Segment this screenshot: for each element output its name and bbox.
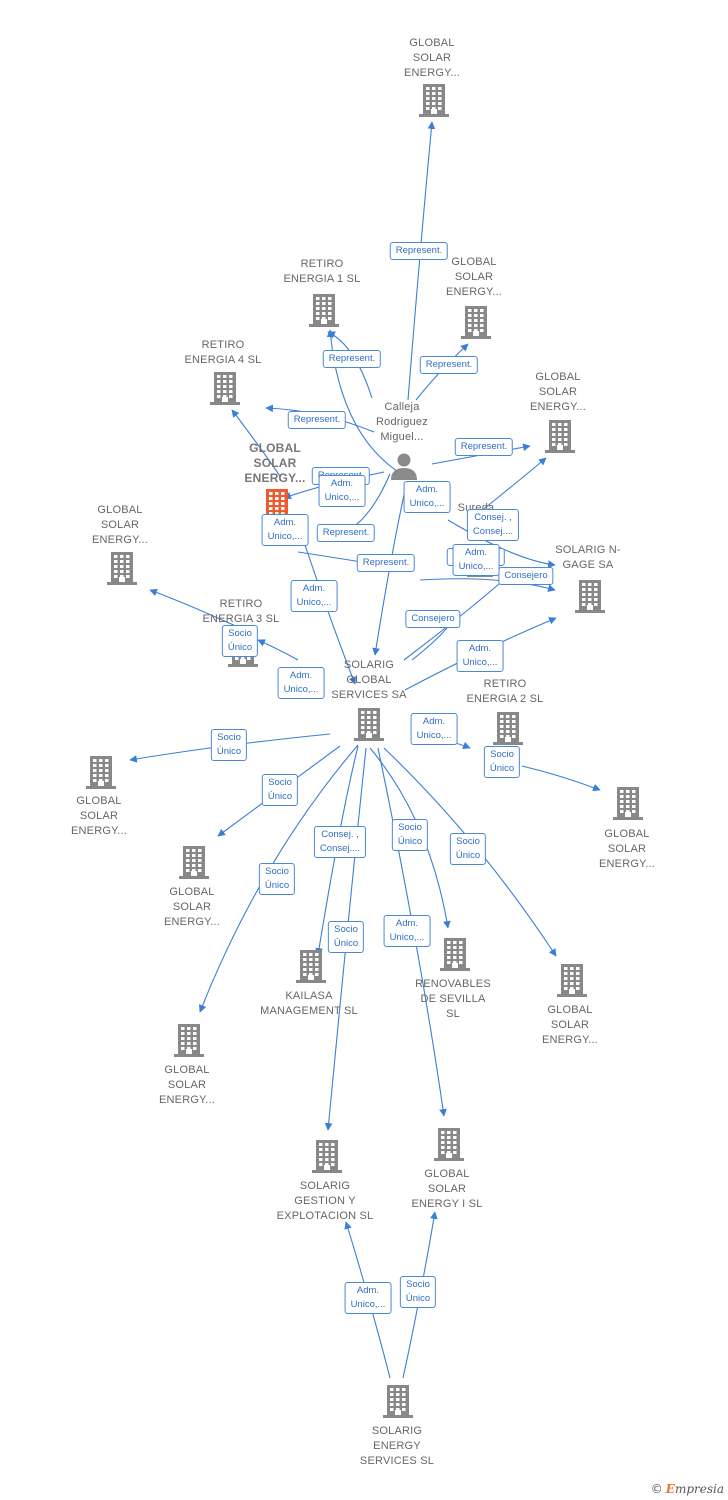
relation-label[interactable]: Consej. , Consej.... [466,509,520,541]
brand-initial: E [665,1482,675,1496]
relation-label[interactable]: Socio Único [221,625,259,657]
person-icon[interactable] [391,453,417,481]
relation-label[interactable]: Represent. [287,411,347,429]
building-icon[interactable] [461,306,491,339]
building-icon[interactable] [210,372,240,405]
relation-label[interactable]: Socio Único [391,819,429,851]
building-icon[interactable] [575,580,605,613]
relation-label[interactable]: Adm. Unico,... [452,544,500,576]
relation-edge [299,529,357,685]
building-icon[interactable] [440,938,470,971]
building-icon[interactable] [434,1128,464,1161]
building-icon[interactable] [312,1140,342,1173]
building-icon[interactable] [174,1024,204,1057]
node-label-sgestion[interactable]: SOLARIG GESTION Y EXPLOTACION SL [276,1180,374,1222]
node-label-renov[interactable]: RENOVABLES DE SEVILLA SL [415,978,491,1020]
node-label-gs7[interactable]: GLOBAL SOLAR ENERGY... [163,886,220,928]
node-label-gs4[interactable]: GLOBAL SOLAR ENERGY... [91,504,148,546]
node-label-gs1[interactable]: GLOBAL SOLAR ENERGY I SL [411,1168,483,1210]
node-label-person[interactable]: Calleja Rodriguez Miguel... [376,401,428,443]
relation-label[interactable]: Adm. Unico,... [277,667,325,699]
node-label-gs9[interactable]: GLOBAL SOLAR ENERGY... [158,1064,215,1106]
relation-label[interactable]: Represent. [356,554,416,572]
relation-edge [419,578,556,592]
relation-label[interactable]: Adm. Unico,... [261,514,309,546]
node-label-r1[interactable]: RETIRO ENERGIA 1 SL [283,258,361,285]
building-icon[interactable] [354,708,384,741]
building-icon[interactable] [557,964,587,997]
relation-label[interactable]: Represent. [316,524,376,542]
building-icon[interactable] [309,294,339,327]
building-icon[interactable] [613,787,643,820]
relation-edge [372,489,406,656]
relation-edge [149,588,241,629]
building-icon[interactable] [107,552,137,585]
relation-label[interactable]: Socio Único [327,921,365,953]
copyright-symbol: © [650,1482,663,1496]
relation-edge [231,409,281,477]
node-label-r4[interactable]: RETIRO ENERGIA 4 SL [184,339,262,366]
icons-layer [86,84,643,1418]
node-label-gs6[interactable]: GLOBAL SOLAR ENERGY... [598,828,655,870]
relation-label[interactable]: Adm. Unico,... [344,1282,392,1314]
relation-edge [324,747,367,1131]
relation-label[interactable]: Represent. [389,242,449,260]
relation-label[interactable]: Socio Único [258,863,296,895]
building-icon[interactable] [545,420,575,453]
relation-label[interactable]: Consejero [405,610,461,628]
relation-label[interactable]: Socio Único [261,774,299,806]
node-label-r3[interactable]: RETIRO ENERGIA 3 SL [202,598,280,625]
relation-label[interactable]: Socio Único [210,729,248,761]
brand-name: mpresia [674,1482,724,1496]
building-icon[interactable] [419,84,449,117]
relation-label[interactable]: Adm. Unico,... [318,475,366,507]
relation-label[interactable]: Socio Único [399,1276,437,1308]
building-icon[interactable] [179,846,209,879]
relation-label[interactable]: Adm. Unico,... [290,580,338,612]
relation-label[interactable]: Consejero [498,567,554,585]
relation-label[interactable]: Adm. Unico,... [456,640,504,672]
node-label-gs8[interactable]: GLOBAL SOLAR ENERGY... [541,1004,598,1046]
relation-label[interactable]: Represent. [419,356,479,374]
relation-label[interactable]: Represent. [322,350,382,368]
node-label-kailasa[interactable]: KAILASA MANAGEMENT SL [260,990,358,1017]
relation-edge [521,765,601,792]
relation-label[interactable]: Represent. [454,438,514,456]
relation-label[interactable]: Adm. Unico,... [410,713,458,745]
relation-label[interactable]: Socio Único [449,833,487,865]
node-label-r2[interactable]: RETIRO ENERGIA 2 SL [466,678,544,705]
node-label-focus[interactable]: GLOBAL SOLAR ENERGY... [244,441,306,485]
relation-edge [447,519,556,568]
building-icon[interactable] [296,950,326,983]
relation-label[interactable]: Consej. , Consej.... [313,826,367,858]
watermark: ©Empresia [651,1482,724,1496]
relation-edge [257,639,299,661]
node-label-ngage[interactable]: SOLARIG N- GAGE SA [555,544,621,571]
node-label-gs3[interactable]: GLOBAL SOLAR ENERGY... [529,371,586,413]
building-icon[interactable] [86,756,116,789]
relation-label[interactable]: Adm. Unico,... [383,915,431,947]
node-label-ses[interactable]: SOLARIG ENERGY SERVICES SL [359,1425,435,1467]
building-icon[interactable] [493,712,523,745]
node-label-top[interactable]: GLOBAL SOLAR ENERGY... [403,37,460,79]
relation-label[interactable]: Adm. Unico,... [403,481,451,513]
node-label-gs5[interactable]: GLOBAL SOLAR ENERGY... [70,795,127,837]
relation-label[interactable]: Socio Único [483,746,521,778]
node-label-gs2[interactable]: GLOBAL SOLAR ENERGY... [445,256,502,298]
building-icon[interactable] [383,1385,413,1418]
node-label-sgs[interactable]: SOLARIG GLOBAL SERVICES SA [331,659,407,701]
